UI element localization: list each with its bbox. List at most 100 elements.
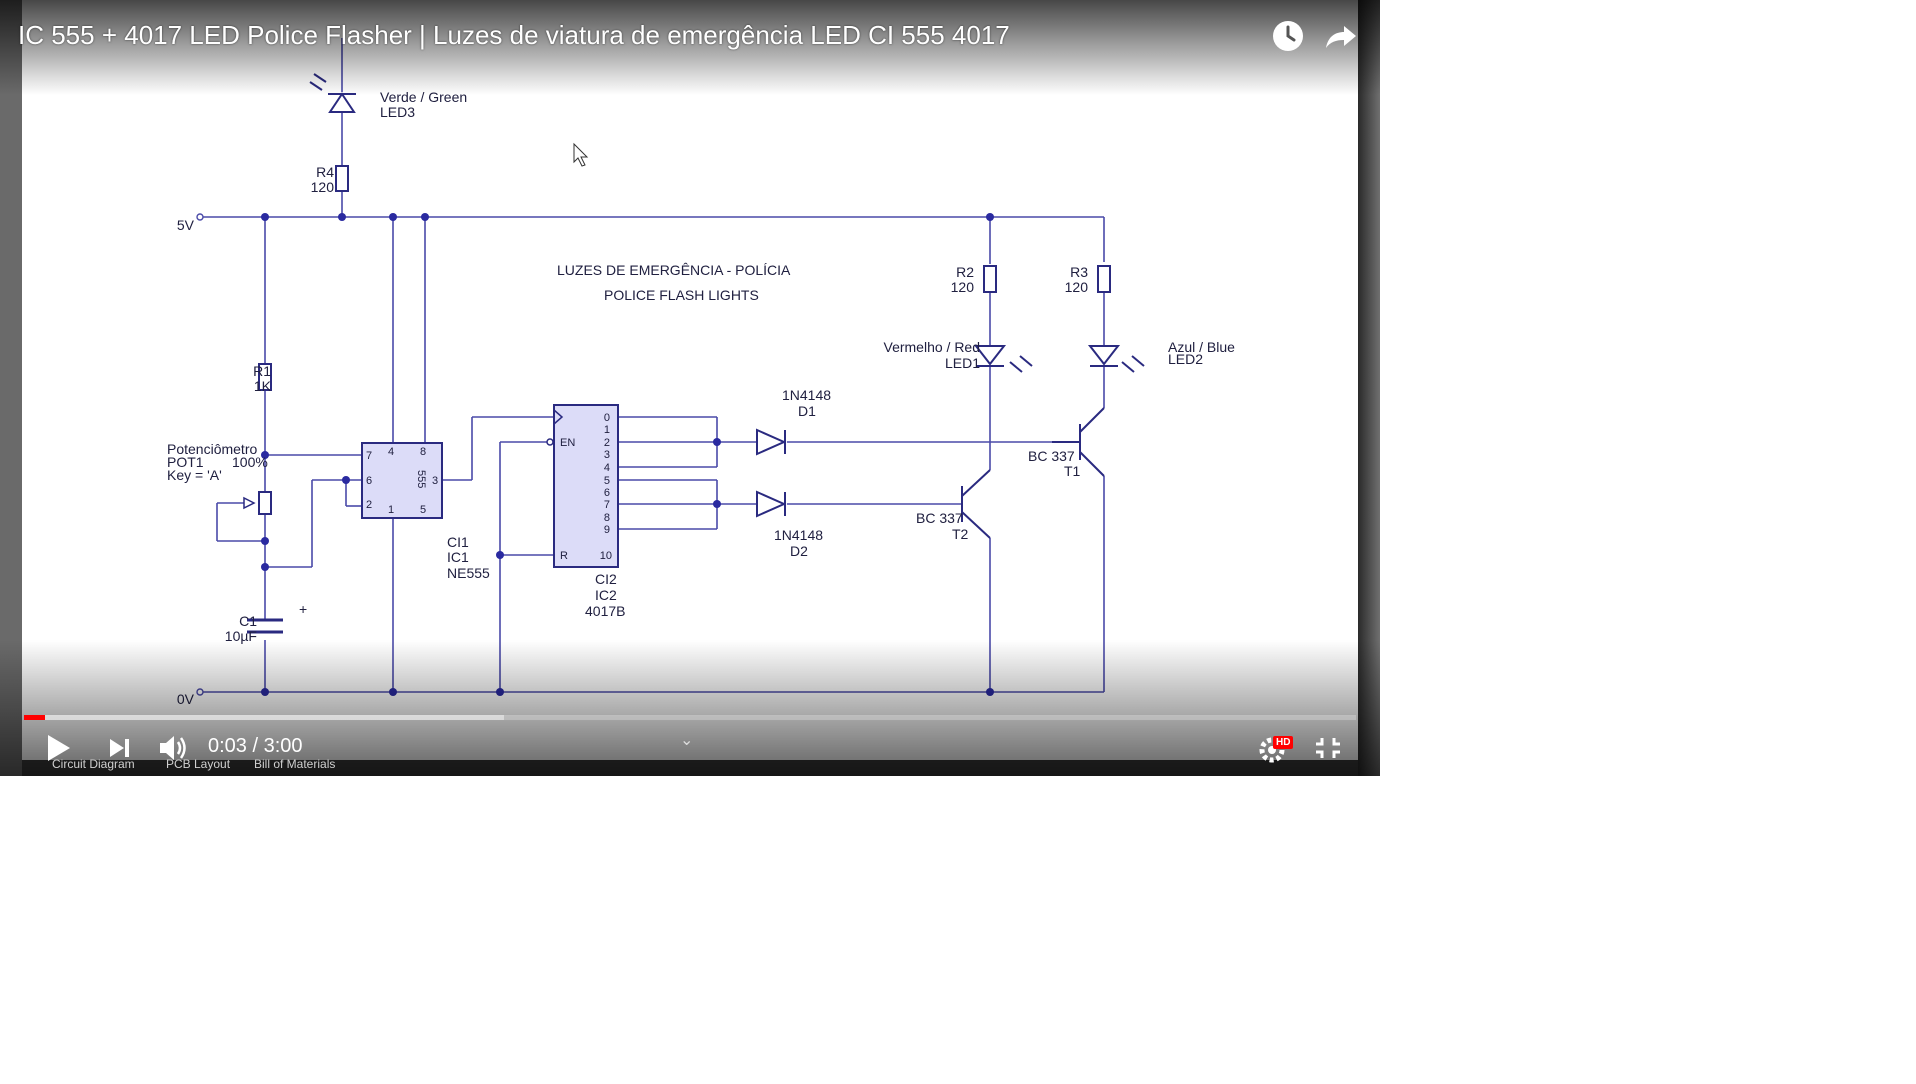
schematic-title-pt: LUZES DE EMERGÊNCIA - POLÍCIA <box>557 262 791 278</box>
ic1-ne555 <box>361 442 443 519</box>
share-button[interactable] <box>1320 16 1360 56</box>
d1-name-label: D1 <box>798 403 816 419</box>
ic2-out-0: 0 <box>604 412 610 424</box>
next-button[interactable] <box>100 730 140 766</box>
t2-part-label: BC 337 <box>916 510 963 526</box>
diode-d1 <box>756 428 787 456</box>
led1-red <box>973 345 1033 373</box>
ic2-out-3: 3 <box>604 449 610 461</box>
video-player[interactable]: LUZES DE EMERGÊNCIA - POLÍCIA POLICE FLA… <box>0 0 1380 776</box>
watch-later-button[interactable] <box>1268 16 1308 56</box>
ic2-out-9: 9 <box>604 524 610 536</box>
pot-label: Potenciômetro <box>167 441 257 457</box>
time-total: 3:00 <box>263 735 303 757</box>
ic2-out-6: 6 <box>604 487 610 499</box>
play-icon <box>48 735 70 761</box>
hd-badge: HD <box>1273 736 1294 749</box>
rail-5v-label: 5V <box>177 217 195 233</box>
ic2-name-label: IC2 <box>595 587 617 603</box>
volume-icon <box>160 736 186 760</box>
ic1-pin-8: 8 <box>420 446 426 458</box>
ic2-ci-label: CI2 <box>595 571 617 587</box>
r3-name-label: R3 <box>1070 264 1088 280</box>
progress-loaded <box>24 715 504 720</box>
video-title[interactable]: IC 555 + 4017 LED Police Flasher | Luzes… <box>18 20 1010 50</box>
right-frame-edge <box>1358 0 1380 776</box>
time-current: 0:03 <box>208 735 247 757</box>
ic1-pin-4: 4 <box>388 446 394 458</box>
r4-name-label: R4 <box>316 164 334 180</box>
ic2-out-1: 1 <box>604 424 610 436</box>
time-separator: / <box>252 735 259 757</box>
r2-value-label: 120 <box>951 279 975 295</box>
r2-name-label: R2 <box>956 264 974 280</box>
skip-next-icon <box>110 739 129 757</box>
schematic-title-en: POLICE FLASH LIGHTS <box>604 287 759 303</box>
tab-pcb-layout[interactable]: PCB Layout <box>166 757 231 771</box>
r1-name-label: R1 <box>253 363 271 379</box>
ic1-pin-3: 3 <box>432 475 438 487</box>
ic2-out-10: 10 <box>600 550 612 562</box>
resistor-r1 <box>258 363 272 391</box>
tab-circuit-diagram[interactable]: Circuit Diagram <box>52 757 135 771</box>
bottom-gradient <box>0 640 1380 776</box>
transistor-t1 <box>1052 407 1105 477</box>
ic1-pin-6: 6 <box>366 475 372 487</box>
ic1-chip-label: 555 <box>415 470 427 488</box>
ic1-pin-5: 5 <box>420 504 426 516</box>
exit-fullscreen-button[interactable] <box>1308 730 1348 766</box>
led1-color-label: Vermelho / Red <box>884 339 981 355</box>
ic1-ci-label: CI1 <box>447 534 469 550</box>
time-display: 0:03 / 3:00 <box>208 735 303 758</box>
c1-plus-label: + <box>299 601 307 617</box>
ic2-out-2: 2 <box>604 437 610 449</box>
ic2-4017 <box>553 404 619 568</box>
ic2-out-5: 5 <box>604 475 610 487</box>
share-arrow-icon <box>1326 26 1356 48</box>
pot-key-label: Key = 'A' <box>167 467 222 483</box>
ic2-r-label: R <box>560 550 568 562</box>
progress-bar[interactable] <box>24 715 1356 720</box>
exit-fullscreen-icon <box>1316 738 1340 758</box>
led2-blue <box>1087 345 1145 373</box>
mouse-cursor-icon <box>573 142 589 167</box>
ic1-pin-7: 7 <box>366 450 372 462</box>
diode-d2 <box>756 490 787 518</box>
resistor-r4 <box>335 165 349 192</box>
ic2-en-label: EN <box>560 437 575 449</box>
left-frame-edge <box>0 0 22 776</box>
pot-name-label: POT1 <box>167 454 204 470</box>
top-gradient <box>0 0 1380 95</box>
tab-bill-of-materials[interactable]: Bill of Materials <box>254 757 336 771</box>
progress-played <box>24 715 46 720</box>
chevron-down-icon[interactable]: ⌄ <box>680 732 694 749</box>
potentiometer-pot1 <box>258 491 272 515</box>
resistor-r3 <box>1097 265 1111 293</box>
ic1-pin-2: 2 <box>366 499 372 511</box>
clock-icon <box>1273 21 1303 51</box>
r3-value-label: 120 <box>1065 279 1089 295</box>
r4-value-label: 120 <box>311 179 335 195</box>
ic2-part-label: 4017B <box>585 603 625 619</box>
ic2-out-7: 7 <box>604 499 610 511</box>
r1-value-label: 1K <box>254 378 272 394</box>
ic1-pin-1: 1 <box>388 504 394 516</box>
ic2-out-4: 4 <box>604 462 610 474</box>
led2-color-label: Azul / Blue <box>1168 339 1235 355</box>
c1-name-label: C1 <box>239 613 257 629</box>
pot-percent-label: 100% <box>232 454 268 470</box>
d2-name-label: D2 <box>790 543 808 559</box>
resistor-r2 <box>983 265 997 293</box>
d1-part-label: 1N4148 <box>782 387 831 403</box>
ic1-part-label: NE555 <box>447 565 490 581</box>
video-frame[interactable]: LUZES DE EMERGÊNCIA - POLÍCIA POLICE FLA… <box>22 0 1358 760</box>
volume-button[interactable] <box>154 730 194 766</box>
ic1-name-label: IC1 <box>447 549 469 565</box>
led3-name-label: LED3 <box>380 104 415 120</box>
t2-name-label: T2 <box>952 526 969 542</box>
capacitor-c1 <box>247 618 283 634</box>
transistor-t2 <box>961 469 991 539</box>
t1-name-label: T1 <box>1064 463 1081 479</box>
led2-name-label: LED2 <box>1168 351 1203 367</box>
play-button[interactable] <box>40 730 80 766</box>
